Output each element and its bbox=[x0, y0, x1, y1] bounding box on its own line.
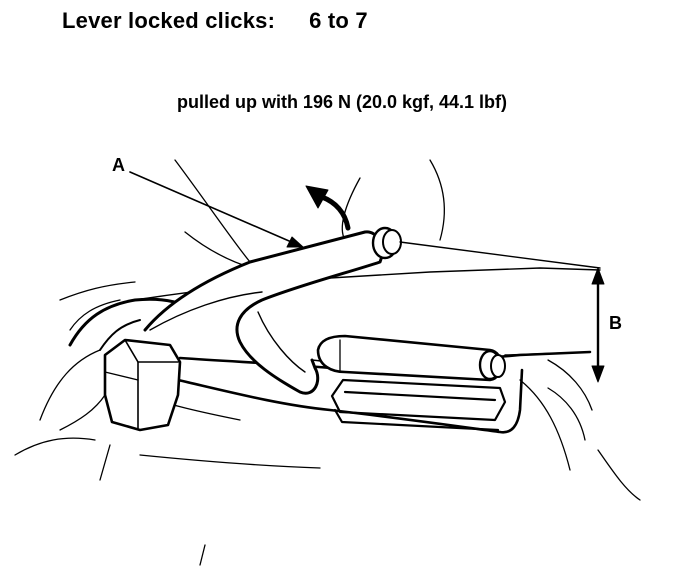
spec-value: 6 to 7 bbox=[309, 8, 368, 33]
spec-label: Lever locked clicks: bbox=[62, 8, 276, 33]
callout-b-dimension-arrow bbox=[591, 267, 605, 383]
callout-a-leader bbox=[129, 171, 304, 248]
callout-a-label: A bbox=[112, 155, 125, 175]
pull-up-arrow-icon bbox=[305, 185, 351, 231]
lever-locked-clicks-spec: Lever locked clicks: 6 to 7 bbox=[62, 8, 368, 34]
pull-force-text: pulled up with 196 N (20.0 kgf, 44.1 lbf… bbox=[176, 92, 508, 112]
pull-force-note: pulled up with 196 N (20.0 kgf, 44.1 lbf… bbox=[0, 92, 688, 113]
shifter-boot bbox=[103, 338, 182, 432]
brake-lever-lowered bbox=[316, 334, 591, 382]
callout-b-label: B bbox=[609, 313, 622, 333]
console-tray bbox=[330, 378, 507, 432]
